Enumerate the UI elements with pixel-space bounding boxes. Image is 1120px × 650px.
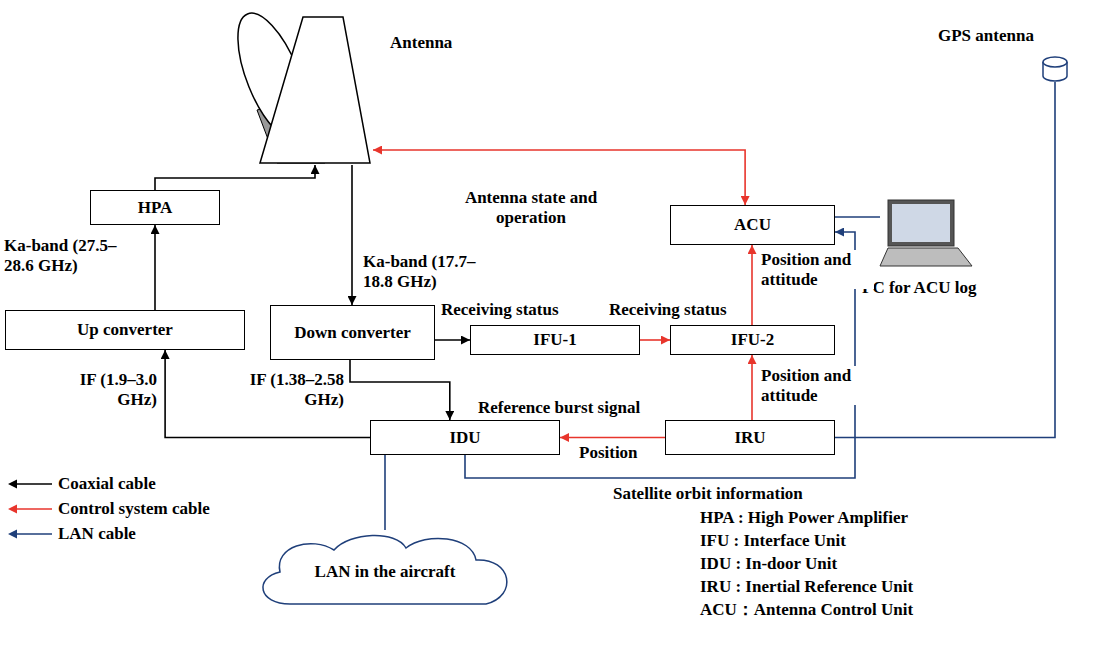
process-box: IDU [370, 420, 560, 455]
edge-label: Position [578, 443, 639, 463]
edge-label: Ka-band (27.5–28.6 GHz) [3, 236, 127, 275]
cable-connector [751, 245, 753, 325]
cable-sample [8, 528, 52, 540]
cable-connector [640, 339, 670, 341]
node-label: GPS antenna [938, 26, 1034, 46]
process-box: Up converter [5, 310, 245, 350]
cable-connector [165, 350, 370, 438]
box-label: Down converter [294, 323, 411, 343]
edge-label: Receiving status [440, 300, 560, 320]
node-label: PC for ACU log [862, 278, 976, 298]
process-box: IFU-1 [470, 325, 640, 355]
cable-connector [350, 360, 450, 420]
box-label: HPA [138, 198, 173, 218]
antenna-illustration [225, 5, 373, 165]
cable-sample [8, 478, 52, 490]
box-label: IDU [449, 428, 480, 448]
node-label: Antenna [390, 33, 452, 53]
cable-connector [751, 355, 753, 420]
legend-text: Coaxial cable [58, 474, 156, 494]
laptop-icon [880, 200, 975, 270]
edge-label: Receiving status [608, 300, 728, 320]
legend-row: Control system cable [8, 499, 210, 519]
cable-connector [351, 165, 353, 305]
process-box: IRU [665, 420, 835, 455]
gps-antenna-icon [1042, 56, 1068, 82]
edge-label: Position and attitude [760, 250, 874, 289]
edge-label: Position and attitude [760, 366, 874, 405]
gps-antenna: GPS antenna [1042, 56, 1068, 82]
signal-label: Reference burst signal [478, 398, 640, 418]
abbreviation-note: ACU：Antenna Control Unit [700, 600, 913, 620]
edge-label: Ka-band (17.7–18.8 GHz) [362, 252, 486, 291]
process-box: ACU [670, 205, 835, 245]
process-box: HPA [90, 190, 220, 225]
abbreviation-note: HPA : High Power Amplifier [700, 508, 908, 528]
legend-row: Coaxial cable [8, 474, 156, 494]
edge-label: IF (1.38–2.58 GHz) [221, 370, 345, 409]
edge-label: Antenna state and operation [430, 188, 632, 227]
legend-text: Control system cable [58, 499, 210, 519]
cable-connector [154, 225, 156, 310]
cable-connector [384, 455, 386, 530]
cable-connector [835, 216, 880, 218]
cable-connector [560, 437, 665, 439]
box-label: Up converter [77, 320, 173, 340]
antenna: Antenna [225, 5, 373, 165]
abbreviation-note: IRU : Inertial Reference Unit [700, 577, 913, 597]
process-box: Down converter [270, 305, 435, 360]
cable-sample [8, 503, 52, 515]
abbreviation-note: IDU : In-door Unit [700, 554, 837, 574]
edge-label: IF (1.9–3.0 GHz) [51, 370, 158, 409]
box-label: IRU [734, 428, 765, 448]
box-label: ACU [734, 215, 771, 235]
log-pc: PC for ACU log [880, 200, 975, 270]
cable-connector [435, 339, 470, 341]
node-label: LAN in the aircraft [250, 562, 520, 582]
process-box: IFU-2 [670, 325, 835, 355]
box-label: IFU-1 [533, 330, 576, 350]
box-label: IFU-2 [731, 330, 774, 350]
cable-connector [155, 165, 315, 190]
edge-label: Satellite orbit information [612, 484, 804, 504]
legend-text: LAN cable [58, 524, 136, 544]
legend-row: LAN cable [8, 524, 136, 544]
abbreviation-note: IFU : Interface Unit [700, 531, 846, 551]
network-cloud: LAN in the aircraft [250, 530, 520, 610]
